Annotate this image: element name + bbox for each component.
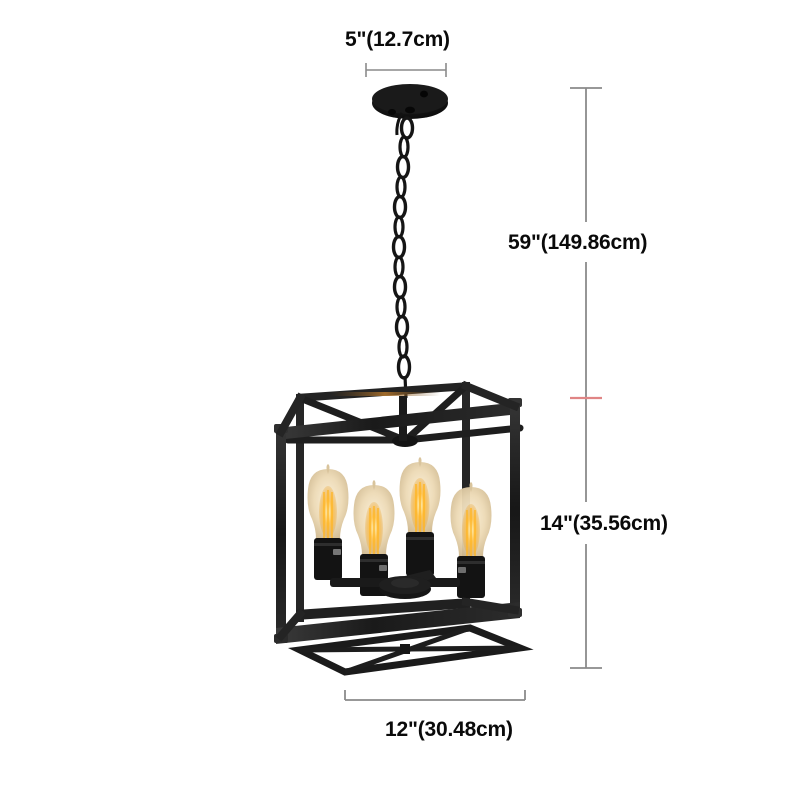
cage-width-label: 12"(30.48cm) <box>385 718 513 741</box>
canopy-width-dimension-line <box>365 63 447 77</box>
socket-arm-assembly <box>330 570 460 599</box>
edison-bulb-4 <box>450 482 492 598</box>
edison-bulb-1 <box>307 464 349 580</box>
fixture-height-label: 14"(35.56cm) <box>540 512 668 535</box>
cage-width-dimension-line <box>344 690 526 701</box>
edison-bulb-3 <box>399 457 441 576</box>
cage-side-rails <box>275 380 521 642</box>
vertical-dimension-line <box>570 87 602 669</box>
canopy-width-label: 5"(12.7cm) <box>345 28 450 51</box>
cage-bottom-base <box>287 624 534 676</box>
cage-front-frame <box>274 398 522 644</box>
suspension-chain <box>391 116 415 399</box>
total-drop-label: 59"(149.86cm) <box>508 231 648 254</box>
ceiling-canopy <box>372 84 448 136</box>
